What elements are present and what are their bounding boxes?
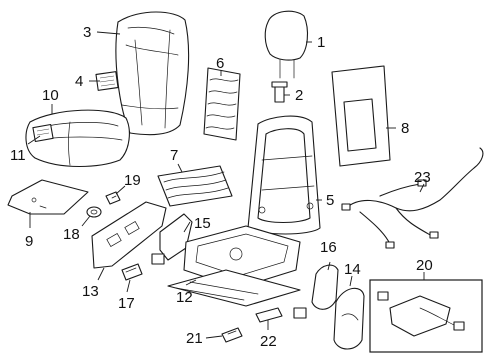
callout-12: 12 bbox=[176, 289, 193, 306]
seat-back-frame bbox=[247, 115, 321, 235]
callout-3: 3 bbox=[83, 24, 91, 41]
callout-8: 8 bbox=[401, 120, 409, 137]
wire-connector-21 bbox=[221, 327, 243, 343]
callout-5: 5 bbox=[326, 192, 334, 209]
leader-lines bbox=[27, 31, 425, 339]
recliner-cover bbox=[293, 264, 339, 319]
callout-22: 22 bbox=[260, 333, 277, 350]
callout-13: 13 bbox=[82, 283, 99, 300]
callout-7: 7 bbox=[170, 147, 178, 164]
callout-10: 10 bbox=[42, 87, 59, 104]
callout-23: 23 bbox=[414, 169, 431, 186]
seat-spring-mat bbox=[157, 165, 233, 207]
seat-back-cover bbox=[115, 11, 190, 136]
adjust-knob bbox=[86, 206, 102, 218]
callout-20: 20 bbox=[416, 257, 433, 274]
side-trim-cover bbox=[333, 287, 365, 350]
callout-15: 15 bbox=[194, 215, 211, 232]
headrest-guide bbox=[271, 81, 288, 103]
callout-2: 2 bbox=[295, 87, 303, 104]
back-panel-board bbox=[331, 65, 391, 167]
cushion-pad bbox=[7, 179, 89, 215]
outer-side-shield bbox=[91, 201, 167, 269]
callout-9: 9 bbox=[25, 233, 33, 250]
wire-connector-22 bbox=[255, 307, 283, 323]
callout-1: 1 bbox=[317, 34, 325, 51]
callout-19: 19 bbox=[124, 172, 141, 189]
callout-6: 6 bbox=[216, 55, 224, 72]
inset-box-20 bbox=[369, 279, 483, 353]
wiring-harness bbox=[341, 147, 484, 249]
callout-21: 21 bbox=[186, 330, 203, 347]
cover-clip bbox=[105, 191, 121, 205]
back-label-patch bbox=[95, 71, 119, 91]
callout-labels: 3 4 10 11 9 1 2 6 7 8 5 19 18 13 15 17 1… bbox=[10, 24, 433, 350]
callout-4: 4 bbox=[75, 73, 83, 90]
callout-16: 16 bbox=[320, 239, 337, 256]
seat-switch bbox=[121, 263, 143, 281]
callout-14: 14 bbox=[344, 261, 361, 278]
callout-18: 18 bbox=[63, 226, 80, 243]
seat-track-frame bbox=[167, 225, 301, 307]
lumbar-support bbox=[203, 67, 241, 141]
headrest bbox=[264, 10, 309, 79]
callout-11: 11 bbox=[10, 147, 26, 164]
callout-17: 17 bbox=[118, 295, 135, 312]
